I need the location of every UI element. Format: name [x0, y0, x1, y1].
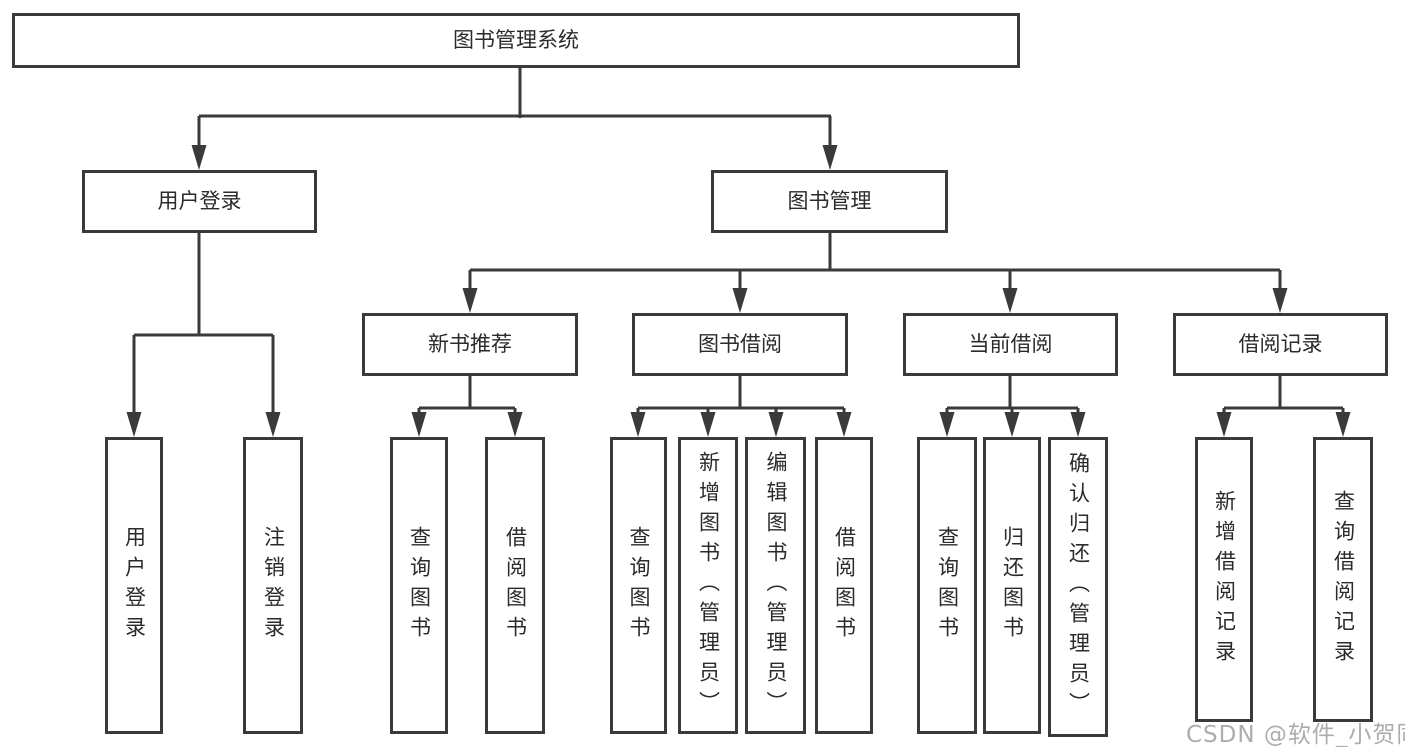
leaf-add-borrow-record: 新增借阅记录 [1195, 437, 1253, 722]
leaf-add-books-admin-label: 新增图书（管理员） [696, 450, 721, 721]
node-book-management: 图书管理 [711, 170, 948, 233]
leaf-query-books-current: 查询图书 [917, 437, 977, 734]
node-new-book-recommend: 新书推荐 [362, 313, 578, 376]
node-current-borrow: 当前借阅 [903, 313, 1118, 376]
leaf-add-borrow-record-label: 新增借阅记录 [1212, 489, 1237, 670]
node-root: 图书管理系统 [12, 13, 1020, 68]
node-borrow-records: 借阅记录 [1173, 313, 1388, 376]
leaf-confirm-return-admin-label: 确认归还（管理员） [1066, 452, 1091, 722]
leaf-edit-books-admin: 编辑图书（管理员） [745, 437, 806, 734]
leaf-query-borrow-record-label: 查询借阅记录 [1331, 489, 1356, 670]
leaf-query-books-borrow: 查询图书 [610, 437, 667, 734]
node-new-book-recommend-label: 新书推荐 [428, 332, 512, 356]
leaf-query-books-recommend: 查询图书 [390, 437, 448, 734]
node-current-borrow-label: 当前借阅 [968, 332, 1053, 356]
leaf-borrow-books-recommend-label: 借阅图书 [503, 525, 528, 646]
leaf-return-books: 归还图书 [983, 437, 1041, 734]
node-borrow-records-label: 借阅记录 [1238, 332, 1323, 356]
node-user-login-label: 用户登录 [157, 189, 242, 213]
leaf-return-books-label: 归还图书 [1000, 525, 1025, 646]
leaf-borrow-books-recommend: 借阅图书 [485, 437, 545, 734]
leaf-logout: 注销登录 [243, 437, 303, 734]
node-root-label: 图书管理系统 [453, 28, 579, 52]
leaf-add-books-admin: 新增图书（管理员） [678, 437, 738, 734]
node-user-login: 用户登录 [82, 170, 317, 233]
node-book-management-label: 图书管理 [787, 189, 872, 213]
leaf-query-borrow-record: 查询借阅记录 [1313, 437, 1373, 722]
leaf-user-login-label: 用户登录 [122, 525, 147, 646]
leaf-borrow-books: 借阅图书 [815, 437, 873, 734]
leaf-logout-label: 注销登录 [261, 525, 286, 646]
leaf-borrow-books-label: 借阅图书 [832, 525, 857, 646]
node-book-borrow: 图书借阅 [632, 313, 848, 376]
leaf-query-books-recommend-label: 查询图书 [407, 525, 432, 646]
node-book-borrow-label: 图书借阅 [698, 332, 782, 356]
leaf-query-books-current-label: 查询图书 [935, 525, 960, 646]
csdn-watermark: CSDN @软件_小贺同学 [1186, 722, 1405, 747]
leaf-user-login: 用户登录 [105, 437, 163, 734]
leaf-edit-books-admin-label: 编辑图书（管理员） [764, 450, 788, 721]
leaf-query-books-borrow-label: 查询图书 [627, 525, 651, 646]
leaf-confirm-return-admin: 确认归还（管理员） [1048, 437, 1108, 737]
